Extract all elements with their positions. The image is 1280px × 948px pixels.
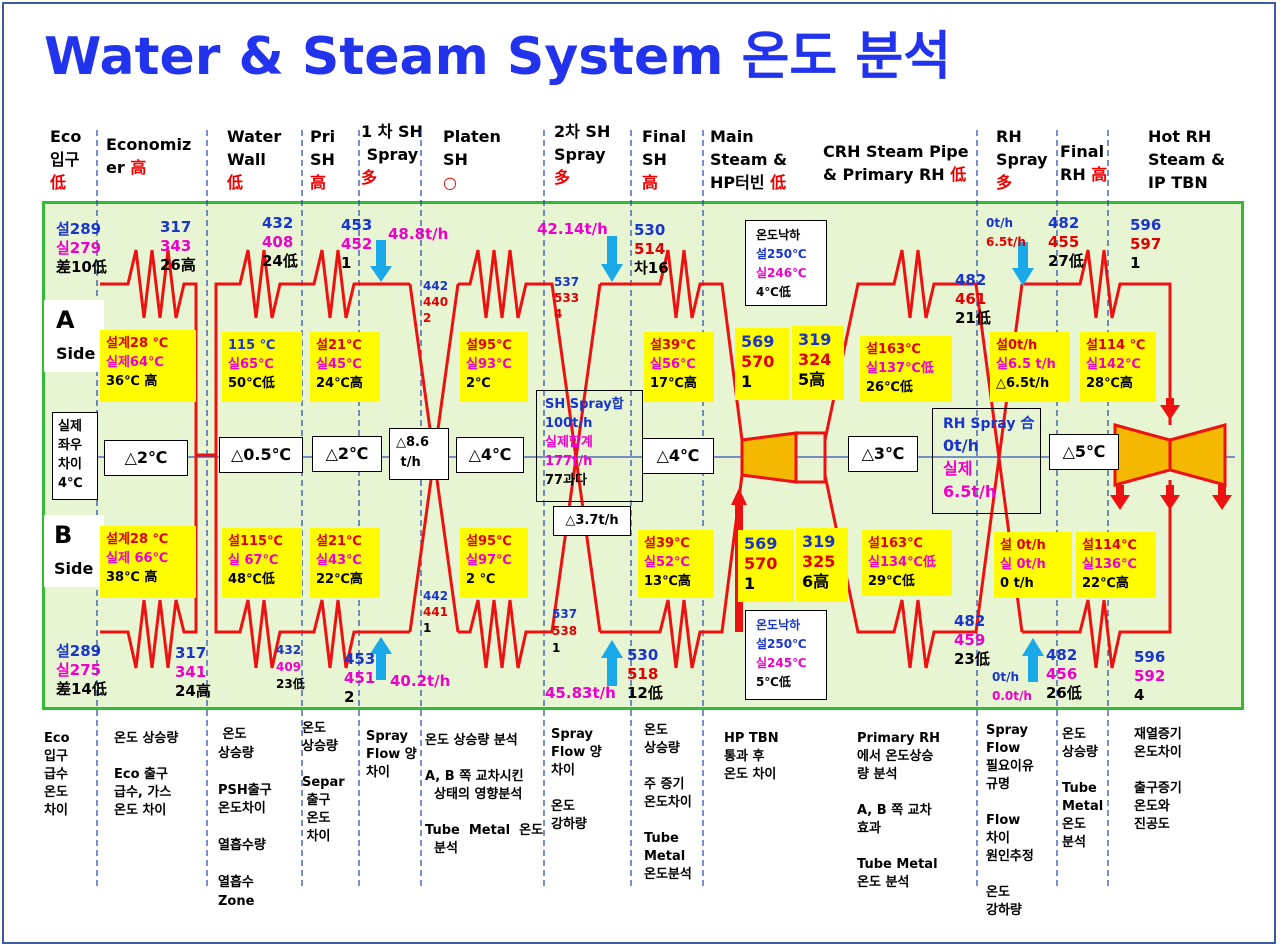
column-header-4: 1 차 SH Spray 多 bbox=[361, 122, 423, 187]
rh-spray-sum-box: RH Spray 合 0t/h 실제 6.5t/h bbox=[932, 408, 1041, 514]
hrh-top: 596 597 1 bbox=[1130, 216, 1162, 272]
yellow-a-fsh: 설39℃ 실56℃ 17℃高 bbox=[644, 332, 714, 402]
yellow-b-platen: 설95℃ 실97℃ 2 ℃ bbox=[460, 528, 528, 598]
platen-in-top: 442 440 2 bbox=[423, 279, 449, 325]
hrh-bottom: 596 592 4 bbox=[1134, 648, 1166, 704]
yellow-b-rhspray: 설 0t/h 실 0t/h 0 t/h bbox=[994, 532, 1072, 598]
column-header-7: Final SH 高 bbox=[642, 127, 687, 192]
yellow-b-psh: 설21℃ 실43℃ 22℃高 bbox=[310, 528, 380, 598]
note-psh: 온도 상승량 Separ 출구 온도 차이 bbox=[302, 721, 345, 844]
delta-prh: △3℃ bbox=[848, 436, 918, 472]
crh-b: 319 325 6高 bbox=[796, 528, 848, 602]
left-diff-box: 실제 좌우 차이 4℃ bbox=[52, 412, 98, 500]
hp-turbine bbox=[740, 431, 827, 484]
psh-top: 453 452 1 bbox=[341, 216, 373, 272]
note-eco-in: Eco 입구 급수 온도 차이 bbox=[44, 731, 70, 818]
temp-drop-top: 온도낙하 설250℃ 실246℃ 4℃低 bbox=[745, 220, 827, 306]
rh-spray-top: 0t/h 6.5t/h bbox=[986, 216, 1026, 249]
rh-spray-bottom: 0t/h 0.0t/h bbox=[992, 670, 1032, 703]
yellow-a-frh: 설114 ℃ 실142℃ 28℃高 bbox=[1080, 332, 1156, 402]
econ-bottom: 317 341 24高 bbox=[175, 644, 211, 700]
ww-bottom: 432 409 23低 bbox=[276, 643, 305, 691]
column-dividers bbox=[96, 130, 1109, 890]
platen-out-bottom: 537 538 1 bbox=[552, 607, 578, 655]
yellow-a-ww: 115 ℃ 실65℃ 50℃低 bbox=[222, 332, 302, 402]
yellow-a-prh: 설163℃ 실137℃低 26℃低 bbox=[860, 336, 952, 402]
platen-out-top: 537 533 4 bbox=[554, 275, 580, 321]
column-header-5: Platen SH ○ bbox=[443, 127, 501, 192]
yellow-a-rhspray: 설0t/h 실6.5 t/h △6.5t/h bbox=[990, 332, 1070, 402]
delta-psh: △2℃ bbox=[312, 436, 382, 472]
note-rhspray: Spray Flow 필요이유 규명 Flow 차이 원인추정 온도 강하량 bbox=[986, 723, 1034, 918]
spray1-top-flow: 48.8t/h bbox=[388, 225, 449, 243]
sh-spray-sum-box: SH Spray합 100t/h 실제합계 177t/h 77과다 bbox=[536, 390, 643, 502]
note-econ: 온도 상승량 Eco 출구 급수, 가스 온도 차이 bbox=[114, 731, 179, 818]
note-hrh: 재열증기 온도차이 출구증기 온도와 진공도 bbox=[1134, 727, 1182, 832]
yellow-b-fsh: 설39℃ 실52℃ 13℃高 bbox=[638, 530, 714, 598]
crh-a: 319 324 5高 bbox=[792, 326, 844, 400]
rh-in-bottom: 482 459 23低 bbox=[954, 612, 990, 668]
column-header-3: Pri SH 高 bbox=[310, 127, 336, 192]
delta-frh: △5℃ bbox=[1049, 434, 1119, 470]
column-header-11: Final RH 高 bbox=[1060, 142, 1108, 184]
eco-in-top: 설289 실279 差10低 bbox=[56, 220, 107, 276]
ip-turbine bbox=[1113, 423, 1227, 487]
side-a-label: A Side bbox=[44, 300, 104, 372]
delta-ww: △0.5℃ bbox=[219, 437, 303, 473]
sh-spray-diff-box: △3.7t/h bbox=[553, 506, 631, 536]
psh-bottom: 453 451 2 bbox=[344, 650, 376, 706]
delta-fsh: △4℃ bbox=[642, 438, 714, 474]
spray-arrows bbox=[370, 236, 1044, 686]
column-header-0: Eco 입구 低 bbox=[50, 127, 82, 192]
fsh-bottom: 530 518 12低 bbox=[627, 646, 663, 702]
frh-top: 482 455 27低 bbox=[1048, 214, 1084, 270]
rh-in-top: 482 461 21低 bbox=[955, 271, 991, 327]
main-steam-a: 569 570 1 bbox=[735, 328, 789, 400]
spray2-bottom-flow: 45.83t/h bbox=[545, 684, 616, 702]
note-spray2: Spray Flow 양 차이 온도 강하량 bbox=[551, 727, 602, 832]
delta-spray1: △8.6 t/h bbox=[389, 428, 449, 480]
spray2-top-flow: 42.14t/h bbox=[537, 220, 608, 238]
temp-drop-bottom: 온도낙하 설250℃ 실245℃ 5℃低 bbox=[745, 610, 827, 700]
note-platen: 온도 상승량 분석 A, B 쪽 교차시킨 상태의 영향분석 Tube Meta… bbox=[425, 733, 544, 856]
delta-econ: △2℃ bbox=[104, 440, 188, 476]
column-header-9: CRH Steam Pipe & Primary RH 低 bbox=[823, 142, 969, 184]
main-steam-b: 569 570 1 bbox=[738, 530, 794, 602]
yellow-b-frh: 설114℃ 실136℃ 22℃高 bbox=[1076, 532, 1156, 598]
column-header-1: Economiz er 高 bbox=[106, 135, 192, 177]
fsh-top: 530 514 차16 bbox=[634, 221, 669, 277]
slide-title: Water & Steam System 온도 분석 bbox=[44, 27, 952, 87]
note-spray1: Spray Flow 양 차이 bbox=[366, 729, 417, 780]
column-header-8: Main Steam & HP터빈 低 bbox=[710, 127, 788, 192]
note-fsh: 온도 상승량 주 증기 온도차이 Tube Metal 온도분석 bbox=[644, 723, 692, 882]
column-header-6: 2차 SH Spray 多 bbox=[554, 122, 611, 187]
side-b-label: B Side bbox=[44, 515, 104, 587]
yellow-a-platen: 설95℃ 실93℃ 2℃ bbox=[460, 332, 528, 402]
note-ww: 온도 상승량 PSH출구 온도차이 열흡수량 열흡수 Zone bbox=[218, 727, 272, 909]
spray1-bottom-flow: 40.2t/h bbox=[390, 672, 451, 690]
yellow-b-ww: 설115℃ 실 67℃ 48℃低 bbox=[222, 528, 302, 598]
column-header-2: Water Wall 低 bbox=[227, 127, 282, 192]
platen-in-bottom: 442 441 1 bbox=[423, 589, 449, 635]
yellow-a-psh: 설21℃ 실45℃ 24℃高 bbox=[310, 332, 380, 402]
econ-top: 317 343 26高 bbox=[160, 218, 196, 274]
ww-top: 432 408 24低 bbox=[262, 214, 298, 270]
yellow-a-econ: 설계28 ℃ 실제64℃ 36℃ 高 bbox=[100, 330, 196, 402]
yellow-b-econ: 설계28 ℃ 실제 66℃ 38℃ 高 bbox=[100, 526, 196, 598]
column-header-10: RH Spray 多 bbox=[996, 127, 1048, 192]
yellow-b-prh: 설163℃ 실134℃低 29℃低 bbox=[862, 530, 952, 596]
note-hp: HP TBN 통과 후 온도 차이 bbox=[724, 731, 779, 782]
note-frh: 온도 상승량 Tube Metal 온도 분석 bbox=[1062, 727, 1104, 850]
eco-in-bottom: 설289 실275 差14低 bbox=[56, 642, 107, 698]
column-header-12: Hot RH Steam & IP TBN bbox=[1148, 127, 1226, 192]
note-prh: Primary RH 에서 온도상승 량 분석 A, B 쪽 교차 효과 Tub… bbox=[857, 731, 941, 890]
delta-platen: △4℃ bbox=[456, 437, 524, 473]
frh-bottom: 482 456 26低 bbox=[1046, 646, 1082, 702]
